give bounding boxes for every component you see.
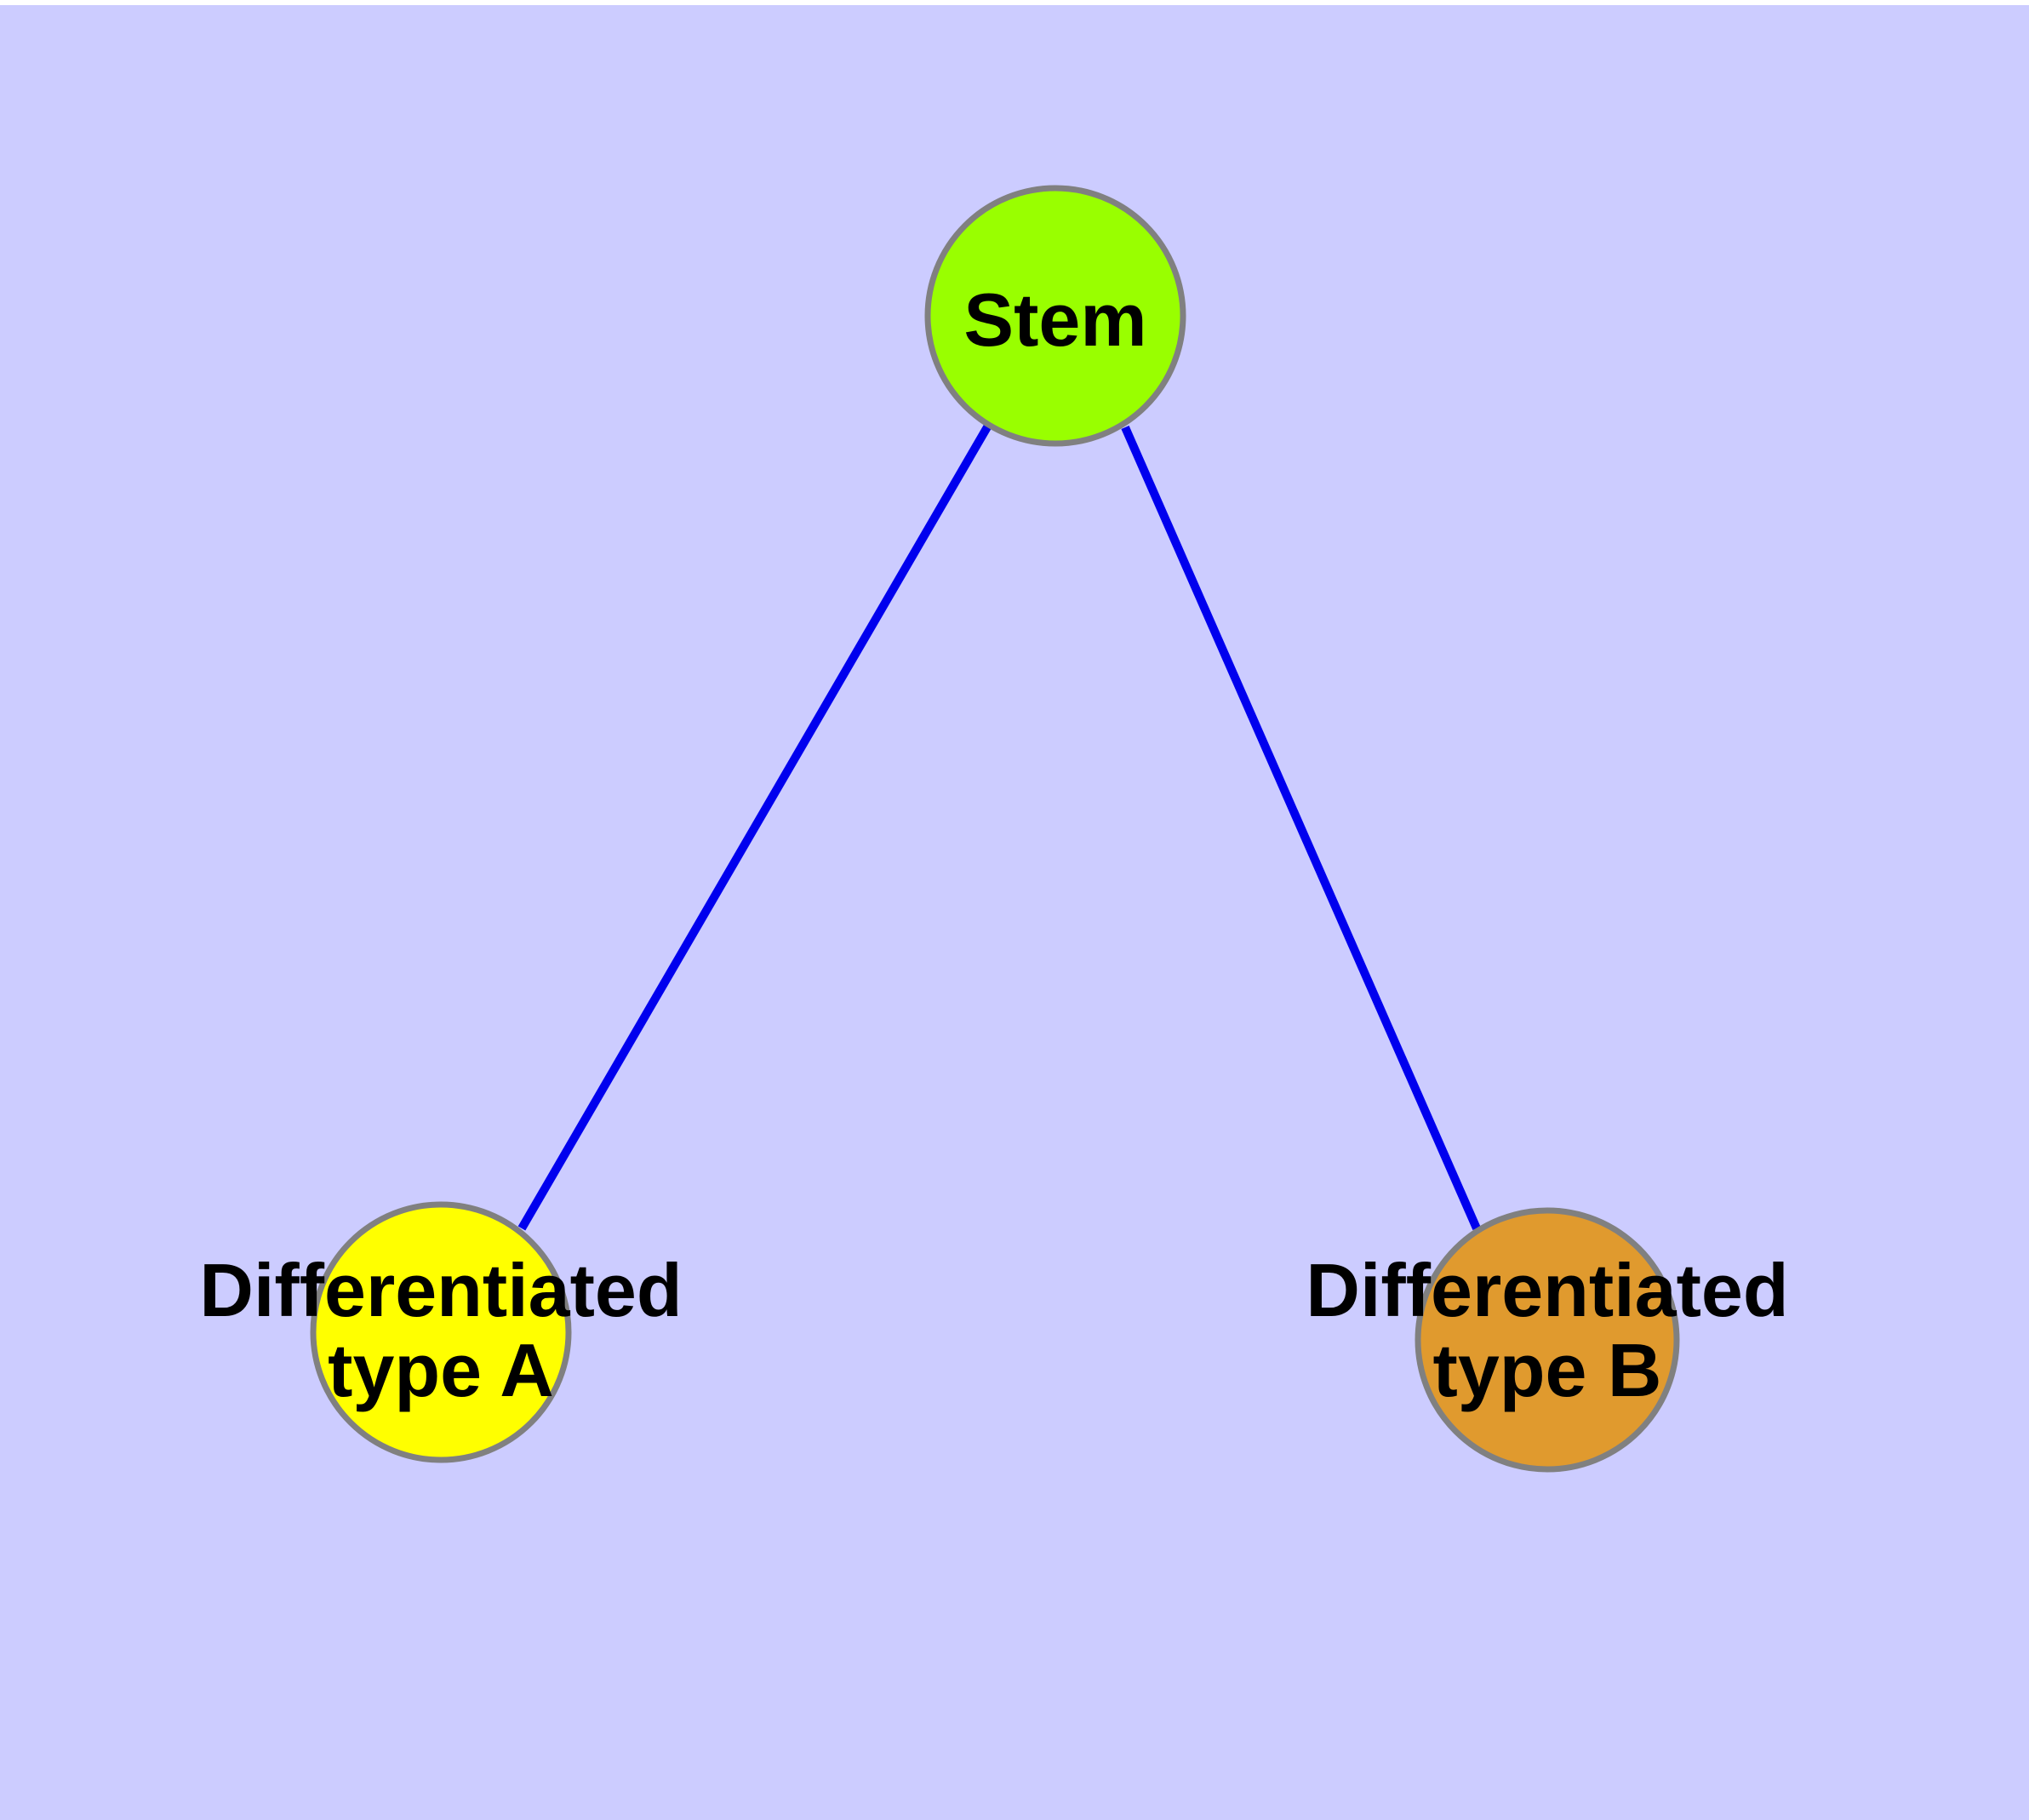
label-line: type B: [1433, 1328, 1662, 1412]
label-line: Stem: [963, 278, 1146, 362]
node-differentiated-type-a-circle[interactable]: [310, 1201, 572, 1463]
edge-stem-to-differentiated-type-a: [517, 423, 992, 1231]
edges-layer: [517, 423, 1481, 1231]
nodes-layer: [310, 185, 1680, 1473]
label-line: type A: [328, 1328, 554, 1412]
node-differentiated-type-a[interactable]: [310, 1201, 572, 1463]
label-line: Differentiated: [1306, 1248, 1788, 1332]
node-stem-circle[interactable]: [924, 185, 1186, 447]
node-differentiated-type-b[interactable]: [1415, 1207, 1680, 1473]
node-differentiated-type-b-circle[interactable]: [1415, 1207, 1680, 1473]
node-stem-label: Stem: [963, 278, 1146, 362]
node-stem[interactable]: [924, 185, 1186, 447]
label-line: Differentiated: [199, 1248, 682, 1332]
edge-stem-to-differentiated-type-b: [1121, 425, 1481, 1231]
